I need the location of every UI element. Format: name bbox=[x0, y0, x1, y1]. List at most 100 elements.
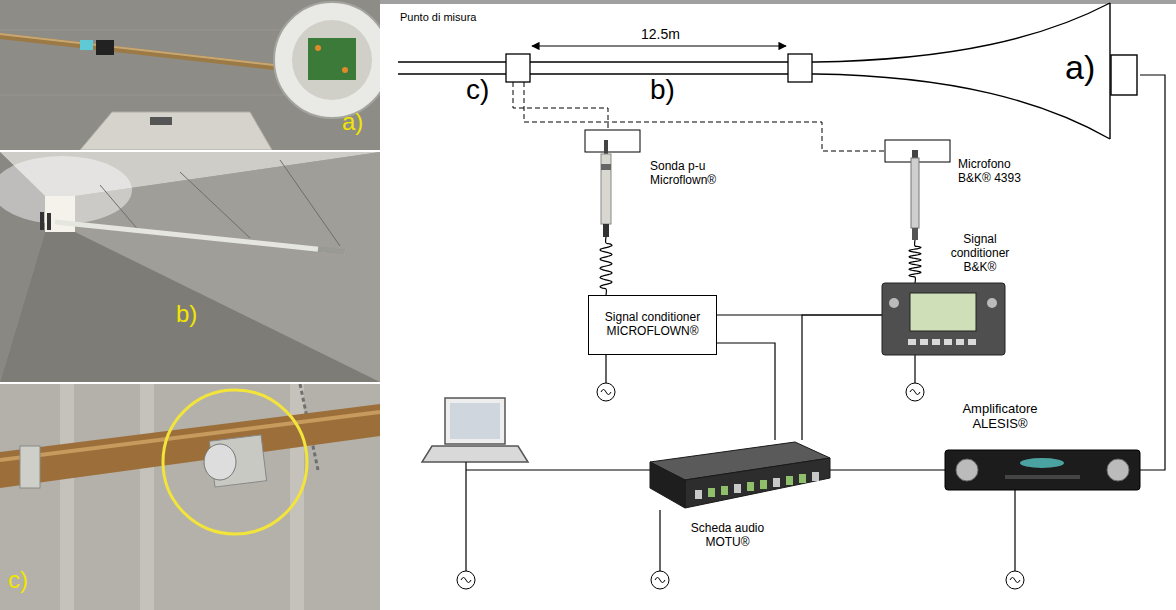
point-label: Punto di misura bbox=[400, 11, 476, 24]
floor bbox=[0, 232, 380, 382]
node-label: Amplificatore ALESIS® bbox=[945, 402, 1055, 432]
audio-interface: Scheda audio MOTU® bbox=[650, 440, 830, 518]
power-wire bbox=[605, 355, 606, 383]
data-wire bbox=[466, 469, 650, 470]
tube-end bbox=[318, 249, 345, 252]
label-holder: a) bbox=[1065, 48, 1095, 87]
node-label: a) bbox=[1065, 48, 1095, 87]
rack-front bbox=[685, 458, 830, 508]
power-wire bbox=[465, 462, 466, 571]
power-circle bbox=[597, 383, 615, 401]
photo-ground bbox=[0, 0, 380, 150]
tube-coupler bbox=[96, 40, 114, 55]
part-tag: c) bbox=[466, 74, 489, 106]
power-wave bbox=[910, 390, 920, 395]
dimension-arrow bbox=[532, 45, 786, 46]
person bbox=[47, 213, 51, 230]
tube-wall bbox=[398, 61, 815, 62]
signal-conditioner-box: Signal conditioner MICROFLOWN® bbox=[588, 295, 717, 355]
leader-dashed bbox=[513, 82, 608, 130]
pu-probe-art bbox=[598, 140, 614, 237]
device-button bbox=[932, 339, 940, 345]
board-part bbox=[342, 67, 348, 73]
measuring-point bbox=[506, 54, 530, 82]
device-case bbox=[882, 283, 1005, 355]
device-button bbox=[968, 339, 976, 345]
mic-capsule bbox=[912, 150, 918, 158]
amp-case bbox=[945, 450, 1140, 490]
power-wave bbox=[461, 578, 471, 583]
power-wave bbox=[1010, 578, 1020, 583]
hanger-wire bbox=[280, 160, 340, 246]
mic-body bbox=[911, 158, 919, 228]
label-holder: Signal conditioner B&K® bbox=[940, 233, 1020, 274]
device-knob bbox=[987, 298, 997, 308]
node-label: Sonda p-u Microflown® bbox=[650, 160, 735, 188]
horn-loudspeaker: a) bbox=[815, 2, 1140, 140]
power-symbol bbox=[651, 571, 669, 589]
probe-band bbox=[601, 164, 611, 170]
rack-meter bbox=[760, 480, 767, 489]
rack-meter bbox=[721, 486, 728, 495]
device-screen bbox=[910, 293, 976, 331]
laptop-base bbox=[422, 446, 528, 462]
photo-tag: a) bbox=[342, 108, 363, 136]
amplifier-art bbox=[945, 450, 1140, 490]
amplifier: Amplificatore ALESIS® bbox=[945, 450, 1140, 490]
signal-wire bbox=[830, 469, 945, 470]
signal-conditioner-device: Signal conditioner B&K® bbox=[882, 283, 1005, 355]
tape bbox=[80, 40, 93, 50]
amp-badge bbox=[1020, 458, 1064, 468]
device-button bbox=[908, 339, 916, 345]
tube-joint bbox=[788, 54, 812, 82]
dimension-label: 12.5m bbox=[641, 26, 680, 42]
label-holder: Amplificatore ALESIS® bbox=[945, 402, 1055, 432]
probe-cable bbox=[604, 140, 608, 154]
amp-vent bbox=[1005, 475, 1080, 479]
signal-wire bbox=[802, 315, 882, 440]
laptop-display bbox=[450, 403, 500, 439]
mic-plug bbox=[912, 228, 918, 240]
probe-body bbox=[601, 154, 611, 224]
photo-ground bbox=[0, 384, 380, 610]
device-button bbox=[944, 339, 952, 345]
corridor-end bbox=[45, 196, 75, 232]
amp-knob bbox=[956, 459, 978, 481]
photo-tag: c) bbox=[8, 566, 28, 594]
photo-tag: b) bbox=[176, 300, 197, 328]
label-holder: Microfono B&K® 4393 bbox=[958, 158, 1043, 186]
node-text: Signal conditioner MICROFLOWN® bbox=[603, 311, 703, 339]
power-circle bbox=[906, 383, 924, 401]
speaker-body bbox=[274, 2, 380, 118]
power-wire bbox=[659, 510, 660, 571]
signal-wire bbox=[717, 343, 775, 440]
power-circle bbox=[651, 571, 669, 589]
node-label: Signal conditioner B&K® bbox=[940, 233, 1020, 274]
rack-meter bbox=[799, 474, 806, 483]
speaker-board bbox=[308, 38, 356, 80]
device-knob bbox=[889, 298, 899, 308]
signal-wire bbox=[1140, 75, 1165, 470]
tube bbox=[55, 222, 345, 252]
signal-conditioner-device-art bbox=[882, 283, 1005, 355]
tube-highlight bbox=[0, 34, 300, 68]
laptop-screen bbox=[445, 398, 505, 444]
device-button bbox=[956, 339, 964, 345]
label-holder: Sonda p-u Microflown® bbox=[650, 160, 735, 188]
amp-knob bbox=[1107, 459, 1129, 481]
power-wire bbox=[1014, 490, 1015, 571]
tube-wall bbox=[398, 73, 815, 74]
pu-probe: Sonda p-u Microflown® bbox=[598, 140, 614, 237]
power-wire bbox=[914, 355, 915, 383]
power-wave bbox=[655, 578, 665, 583]
photo-speaker bbox=[0, 0, 380, 150]
power-circle bbox=[457, 571, 475, 589]
highlight-circle bbox=[163, 390, 307, 534]
power-circle bbox=[1006, 571, 1024, 589]
microphone: Microfono B&K® 4393 bbox=[907, 150, 923, 240]
collar bbox=[20, 446, 40, 488]
photo-probe-mount bbox=[0, 384, 380, 610]
laptop bbox=[422, 398, 528, 462]
